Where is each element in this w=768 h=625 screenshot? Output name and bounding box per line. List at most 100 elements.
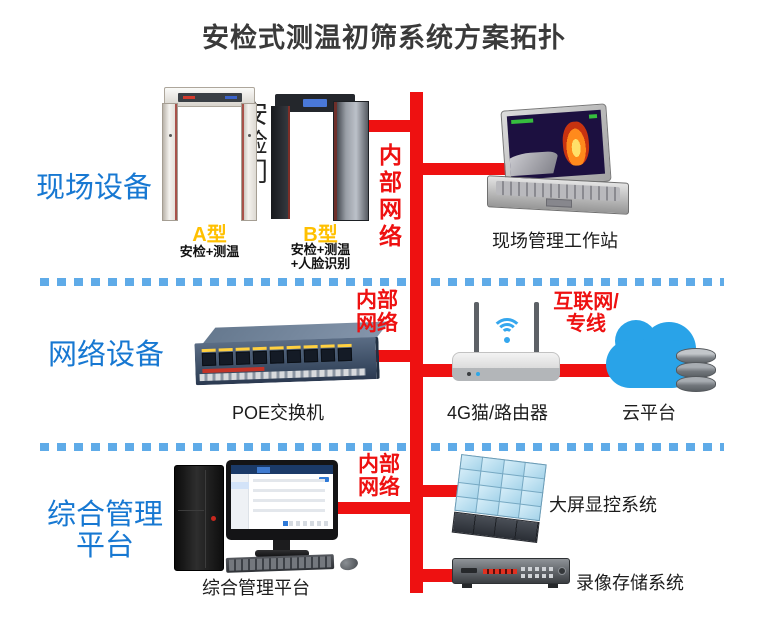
storage-foot: [462, 584, 472, 588]
keyboard-keys: [228, 556, 332, 571]
app-sidebar-selected: [231, 482, 249, 489]
security-gate-b: [271, 94, 369, 221]
wall-tile: [497, 502, 520, 518]
management-label-line1: 综合管理: [46, 497, 163, 531]
router-status-led: [476, 372, 480, 376]
security-gate-a: [162, 87, 257, 221]
laptop-thermal-display: [506, 109, 606, 181]
section-divider-bottom: [40, 443, 724, 451]
gate-a-blue-led: [225, 96, 237, 99]
switch-port: [269, 346, 285, 364]
section-label-network-devices: 网络设备: [48, 337, 165, 371]
branch-line-switch: [374, 350, 410, 362]
switch-port: [303, 345, 319, 363]
router-4g: [452, 300, 562, 382]
wall-tile: [523, 462, 546, 479]
wall-tile: [476, 499, 499, 515]
label-internal-network-bottom: 内部网络: [358, 453, 400, 499]
branch-line-platform: [336, 502, 410, 514]
gate-a-display-panel: [178, 93, 242, 102]
gate-b-left-post: [271, 106, 290, 219]
video-wall: [451, 454, 547, 546]
thermal-car-shape: [506, 150, 559, 177]
gate-a-left-post: [162, 103, 178, 221]
storage-led-display: [483, 569, 517, 574]
wall-tile: [478, 485, 500, 501]
database-cylinder: [676, 376, 716, 392]
workstation-laptop: [487, 103, 629, 215]
switch-port: [235, 347, 251, 365]
gate-b-face-screen: [303, 99, 327, 107]
display-wall-label: 大屏显控系统: [549, 495, 657, 515]
gate-a-model-label: A型: [192, 224, 227, 246]
app-sidebar: [231, 474, 249, 529]
wall-tile: [457, 482, 479, 499]
poe-switch-label: POE交换机: [232, 403, 325, 423]
label-internal-network-mid: 内部网络: [356, 289, 398, 335]
keyboard: [225, 554, 335, 573]
wall-tile: [501, 474, 523, 490]
switch-front-face: [194, 336, 380, 386]
app-pagination-current: [283, 521, 288, 526]
app-table-rows: [253, 479, 325, 517]
wifi-icon: [490, 318, 524, 346]
network-trunk-line: [410, 92, 423, 593]
laptop-screen: [500, 103, 612, 189]
app-active-tab: [257, 467, 270, 473]
switch-port: [218, 347, 234, 366]
switch-port: [252, 346, 268, 365]
laptop-touchpad: [546, 198, 572, 208]
switch-port: [337, 343, 353, 362]
workstation-label: 现场管理工作站: [492, 231, 618, 251]
video-wall-grid: [454, 454, 547, 522]
monitor-stand-neck: [273, 540, 290, 550]
gate-a-features-label: 安检+测温: [179, 244, 240, 259]
switch-ports: [201, 343, 353, 367]
gate-a-sensor-dot: [248, 134, 251, 137]
wall-tile: [458, 469, 481, 485]
gate-b-right-post: [333, 101, 369, 221]
gate-a-lintel: [164, 87, 255, 107]
database-icon: [676, 348, 716, 398]
section-divider-top: [40, 278, 724, 286]
gate-b-model-label: B型: [303, 224, 338, 246]
tower-seam: [178, 510, 204, 511]
storage-slot: [461, 568, 477, 573]
router-body-top: [452, 352, 560, 369]
switch-port: [320, 344, 336, 362]
thermal-hud-readout: [511, 118, 534, 125]
wall-tile: [522, 476, 544, 493]
router-body-front: [452, 368, 560, 381]
section-label-management-platform: 综合管理 平台: [30, 499, 180, 561]
gate-a-right-post: [241, 103, 257, 221]
switch-port: [286, 345, 302, 364]
monitor-stand-base: [255, 550, 309, 557]
storage-buttons-row1: [521, 567, 555, 571]
wall-tile: [518, 504, 541, 521]
gate-b-features-label-line1: 安检+测温: [290, 242, 351, 257]
wall-tile: [499, 488, 522, 504]
tower-power-led: [211, 516, 216, 521]
storage-body: [452, 558, 570, 584]
storage-recorder: [452, 558, 570, 588]
wall-tile: [502, 460, 525, 476]
laptop-keyboard-deck: [487, 175, 629, 215]
wall-tile: [479, 471, 502, 488]
tower-pc: [174, 465, 224, 571]
storage-foot: [548, 584, 558, 588]
diagram-title: 安检式测温初筛系统方案拓扑: [202, 23, 566, 53]
thermal-heat-blob: [561, 120, 591, 167]
tower-seam: [205, 470, 206, 568]
gate-a-red-led: [183, 96, 195, 99]
mouse: [338, 556, 360, 572]
section-label-field-devices: 现场设备: [36, 170, 153, 204]
switch-port: [201, 348, 217, 367]
label-internet-dedicated-line: 互联网/专线: [553, 291, 619, 335]
management-label-line2: 平台: [75, 528, 134, 562]
app-pagination: [289, 521, 329, 526]
storage-label: 录像存储系统: [576, 573, 684, 593]
branch-line-gates: [358, 120, 410, 132]
storage-buttons-row2: [521, 574, 555, 578]
wall-tile: [460, 455, 483, 471]
